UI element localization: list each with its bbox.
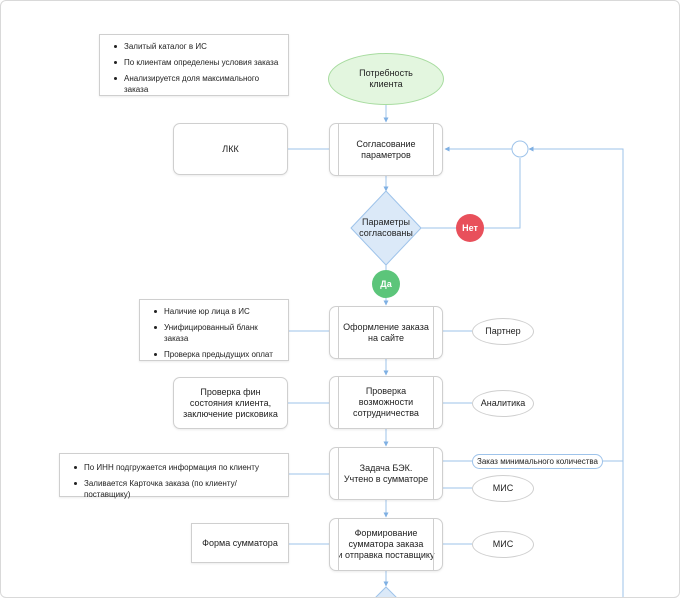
next-diamond xyxy=(375,586,397,597)
mis-node-2[interactable]: МИС xyxy=(472,531,534,558)
order-node[interactable]: Оформление заказа на сайте xyxy=(329,306,443,359)
decision-label: Параметры согласованы xyxy=(359,217,413,238)
no-badge: Нет xyxy=(456,214,484,242)
lkk-node[interactable]: ЛКК xyxy=(173,123,288,175)
task-node[interactable]: Задача БЭК. Учтено в сумматоре xyxy=(329,447,443,500)
note-item: Проверка предыдущих оплат xyxy=(154,349,280,360)
note-task: По ИНН подгружается информация по клиент… xyxy=(59,453,289,500)
merge-circle xyxy=(511,140,529,158)
note-item: По ИНН подгружается информация по клиент… xyxy=(74,462,280,473)
yes-badge: Да xyxy=(372,270,400,298)
note-item: Заливается Карточка заказа (по клиенту/п… xyxy=(74,478,280,500)
summator-form-label: Форма сумматора xyxy=(202,537,278,548)
partner-node[interactable]: Партнер xyxy=(472,318,534,345)
analytics-node[interactable]: Аналитика xyxy=(472,390,534,417)
edge-no-merge xyxy=(484,158,521,229)
summator-form-node: Форма сумматора xyxy=(191,523,289,563)
client-need-node[interactable]: Потребность клиента xyxy=(328,53,444,105)
mis-node-1[interactable]: МИС xyxy=(472,475,534,502)
forming-node[interactable]: Формирование сумматора заказа и отправка… xyxy=(329,518,443,571)
check-node[interactable]: Проверка возможности сотрудничества xyxy=(329,376,443,429)
fin-check-node[interactable]: Проверка фин состояния клиента, заключен… xyxy=(173,377,288,429)
min-order-node[interactable]: Заказ минимального количества xyxy=(472,454,603,469)
note-item: Наличие юр лица в ИС xyxy=(154,306,280,317)
note-catalog: Залитый каталог в ИС По клиентам определ… xyxy=(99,34,289,96)
agreement-node[interactable]: Согласование параметров xyxy=(329,123,443,176)
note-item: По клиентам определены условия заказа xyxy=(114,57,280,68)
decision-diamond[interactable] xyxy=(350,190,422,266)
note-item: Анализируется доля максимального заказа xyxy=(114,73,280,95)
edge-return-loop xyxy=(528,146,624,597)
note-item: Залитый каталог в ИС xyxy=(114,41,280,52)
note-order: Наличие юр лица в ИС Унифицированный бла… xyxy=(139,299,289,361)
note-item: Унифицированный бланк заказа xyxy=(154,322,280,344)
